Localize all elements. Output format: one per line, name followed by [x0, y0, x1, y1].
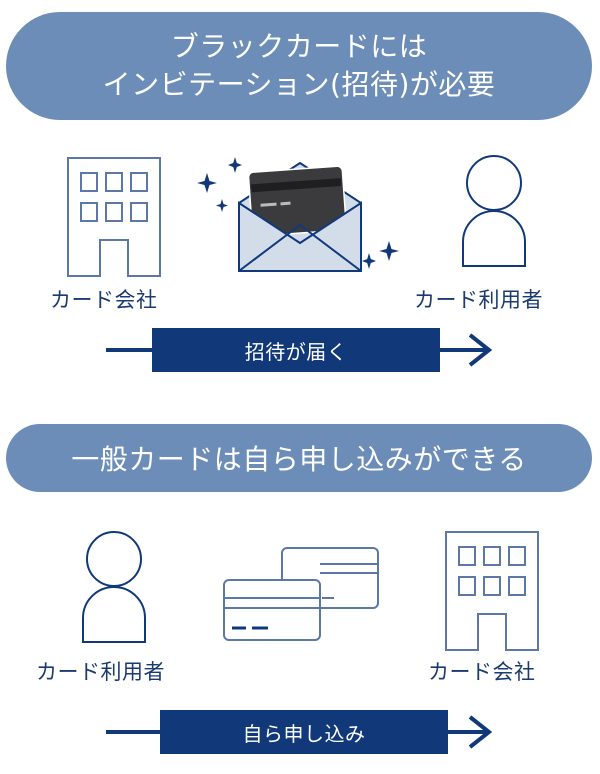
- envelope-with-black-card-icon: [197, 157, 399, 272]
- person-icon: [82, 531, 146, 643]
- section1-title-line1: ブラックカードには: [170, 30, 428, 63]
- section1-right-label: カード利用者: [414, 288, 543, 312]
- sparkle-icon: [228, 157, 242, 173]
- sparkle-icon: [197, 173, 217, 193]
- section1-title-pill: ブラックカードには インビテーション(招待)が必要: [6, 12, 592, 120]
- credit-cards-icon: [223, 547, 379, 641]
- building-icon: [67, 157, 161, 277]
- section2-right-label: カード会社: [428, 660, 536, 684]
- sparkle-icon: [362, 253, 376, 269]
- section2-title-pill: 一般カードは自ら申し込みができる: [6, 424, 592, 492]
- section1-left-label: カード会社: [50, 288, 158, 312]
- sparkle-icon: [216, 199, 228, 212]
- sparkle-icon: [379, 241, 399, 261]
- building-icon: [445, 531, 539, 651]
- section1-arrow-label: 招待が届く: [152, 328, 440, 372]
- person-icon: [462, 155, 526, 267]
- section2-arrow-label: 自ら申し込み: [160, 710, 448, 754]
- section2-left-label: カード利用者: [36, 660, 165, 684]
- section1-title-line2: インビテーション(招待)が必要: [102, 68, 496, 101]
- section2-title: 一般カードは自ら申し込みができる: [71, 443, 527, 476]
